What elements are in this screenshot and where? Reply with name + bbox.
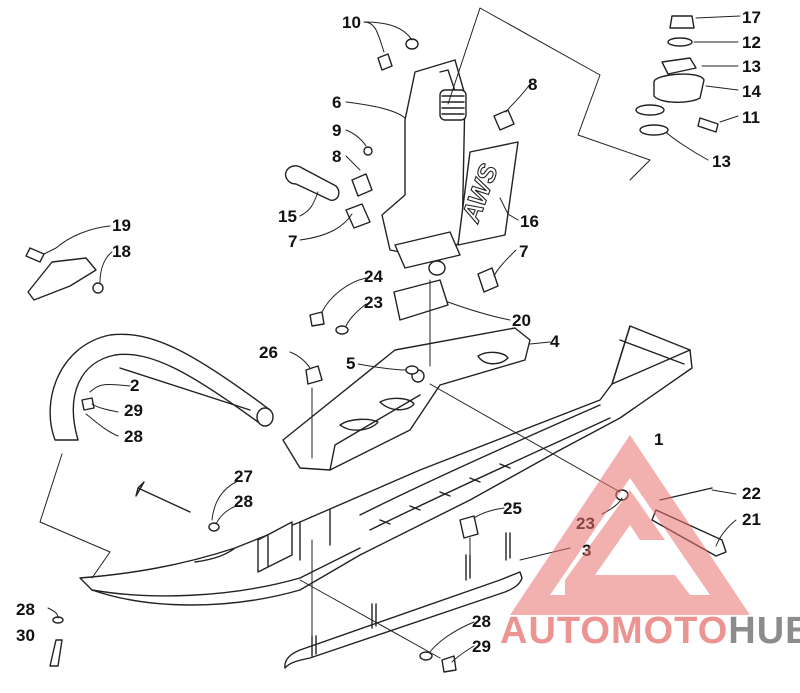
callout-22: 22	[742, 484, 761, 503]
ski	[79, 325, 693, 606]
callout-13a: 13	[742, 57, 761, 76]
callout-13b: 13	[712, 152, 731, 171]
callout-26: 26	[259, 343, 278, 362]
callout-25: 25	[503, 499, 522, 518]
callout-29b: 29	[472, 637, 491, 656]
callout-19: 19	[112, 216, 131, 235]
callout-6: 6	[332, 93, 341, 112]
callout-9: 9	[332, 121, 341, 140]
callout-24: 24	[364, 267, 383, 286]
watermark-text-hub: HUB	[728, 610, 800, 652]
callout-8a: 8	[528, 75, 537, 94]
callout-30: 30	[16, 626, 35, 645]
callout-2: 2	[130, 376, 139, 395]
callout-1: 1	[654, 430, 663, 449]
leader-lines	[39, 7, 741, 663]
callout-7b: 7	[519, 242, 528, 261]
hardware	[25, 15, 727, 673]
callout-18: 18	[112, 242, 131, 261]
callout-27: 27	[234, 467, 253, 486]
callout-12: 12	[742, 33, 761, 52]
callout-11: 11	[742, 108, 760, 127]
callout-21: 21	[742, 510, 761, 529]
callout-4: 4	[550, 332, 560, 351]
callout-23a: 23	[364, 293, 383, 312]
callout-28d: 28	[472, 612, 491, 631]
callout-28a: 28	[124, 427, 143, 446]
callout-7a: 7	[288, 232, 297, 251]
callout-17: 17	[742, 8, 761, 27]
watermark-text: AUTOMOTOHUB	[500, 606, 800, 656]
aws-decal	[457, 141, 519, 246]
ski-saddle	[282, 327, 531, 471]
callout-29a: 29	[124, 401, 143, 420]
callout-5: 5	[346, 354, 355, 373]
callout-28b: 28	[234, 492, 253, 511]
spindle	[381, 59, 467, 276]
watermark-text-automoto: AUTOMOTO	[500, 610, 729, 652]
callout-15: 15	[278, 207, 297, 226]
ski-handle	[49, 333, 274, 441]
watermark-logo	[510, 435, 750, 615]
callout-16: 16	[520, 212, 539, 231]
callout-20: 20	[512, 311, 531, 330]
callout-10: 10	[342, 13, 361, 32]
callout-28c: 28	[16, 600, 35, 619]
callout-14: 14	[742, 82, 761, 101]
callout-8b: 8	[332, 147, 341, 166]
